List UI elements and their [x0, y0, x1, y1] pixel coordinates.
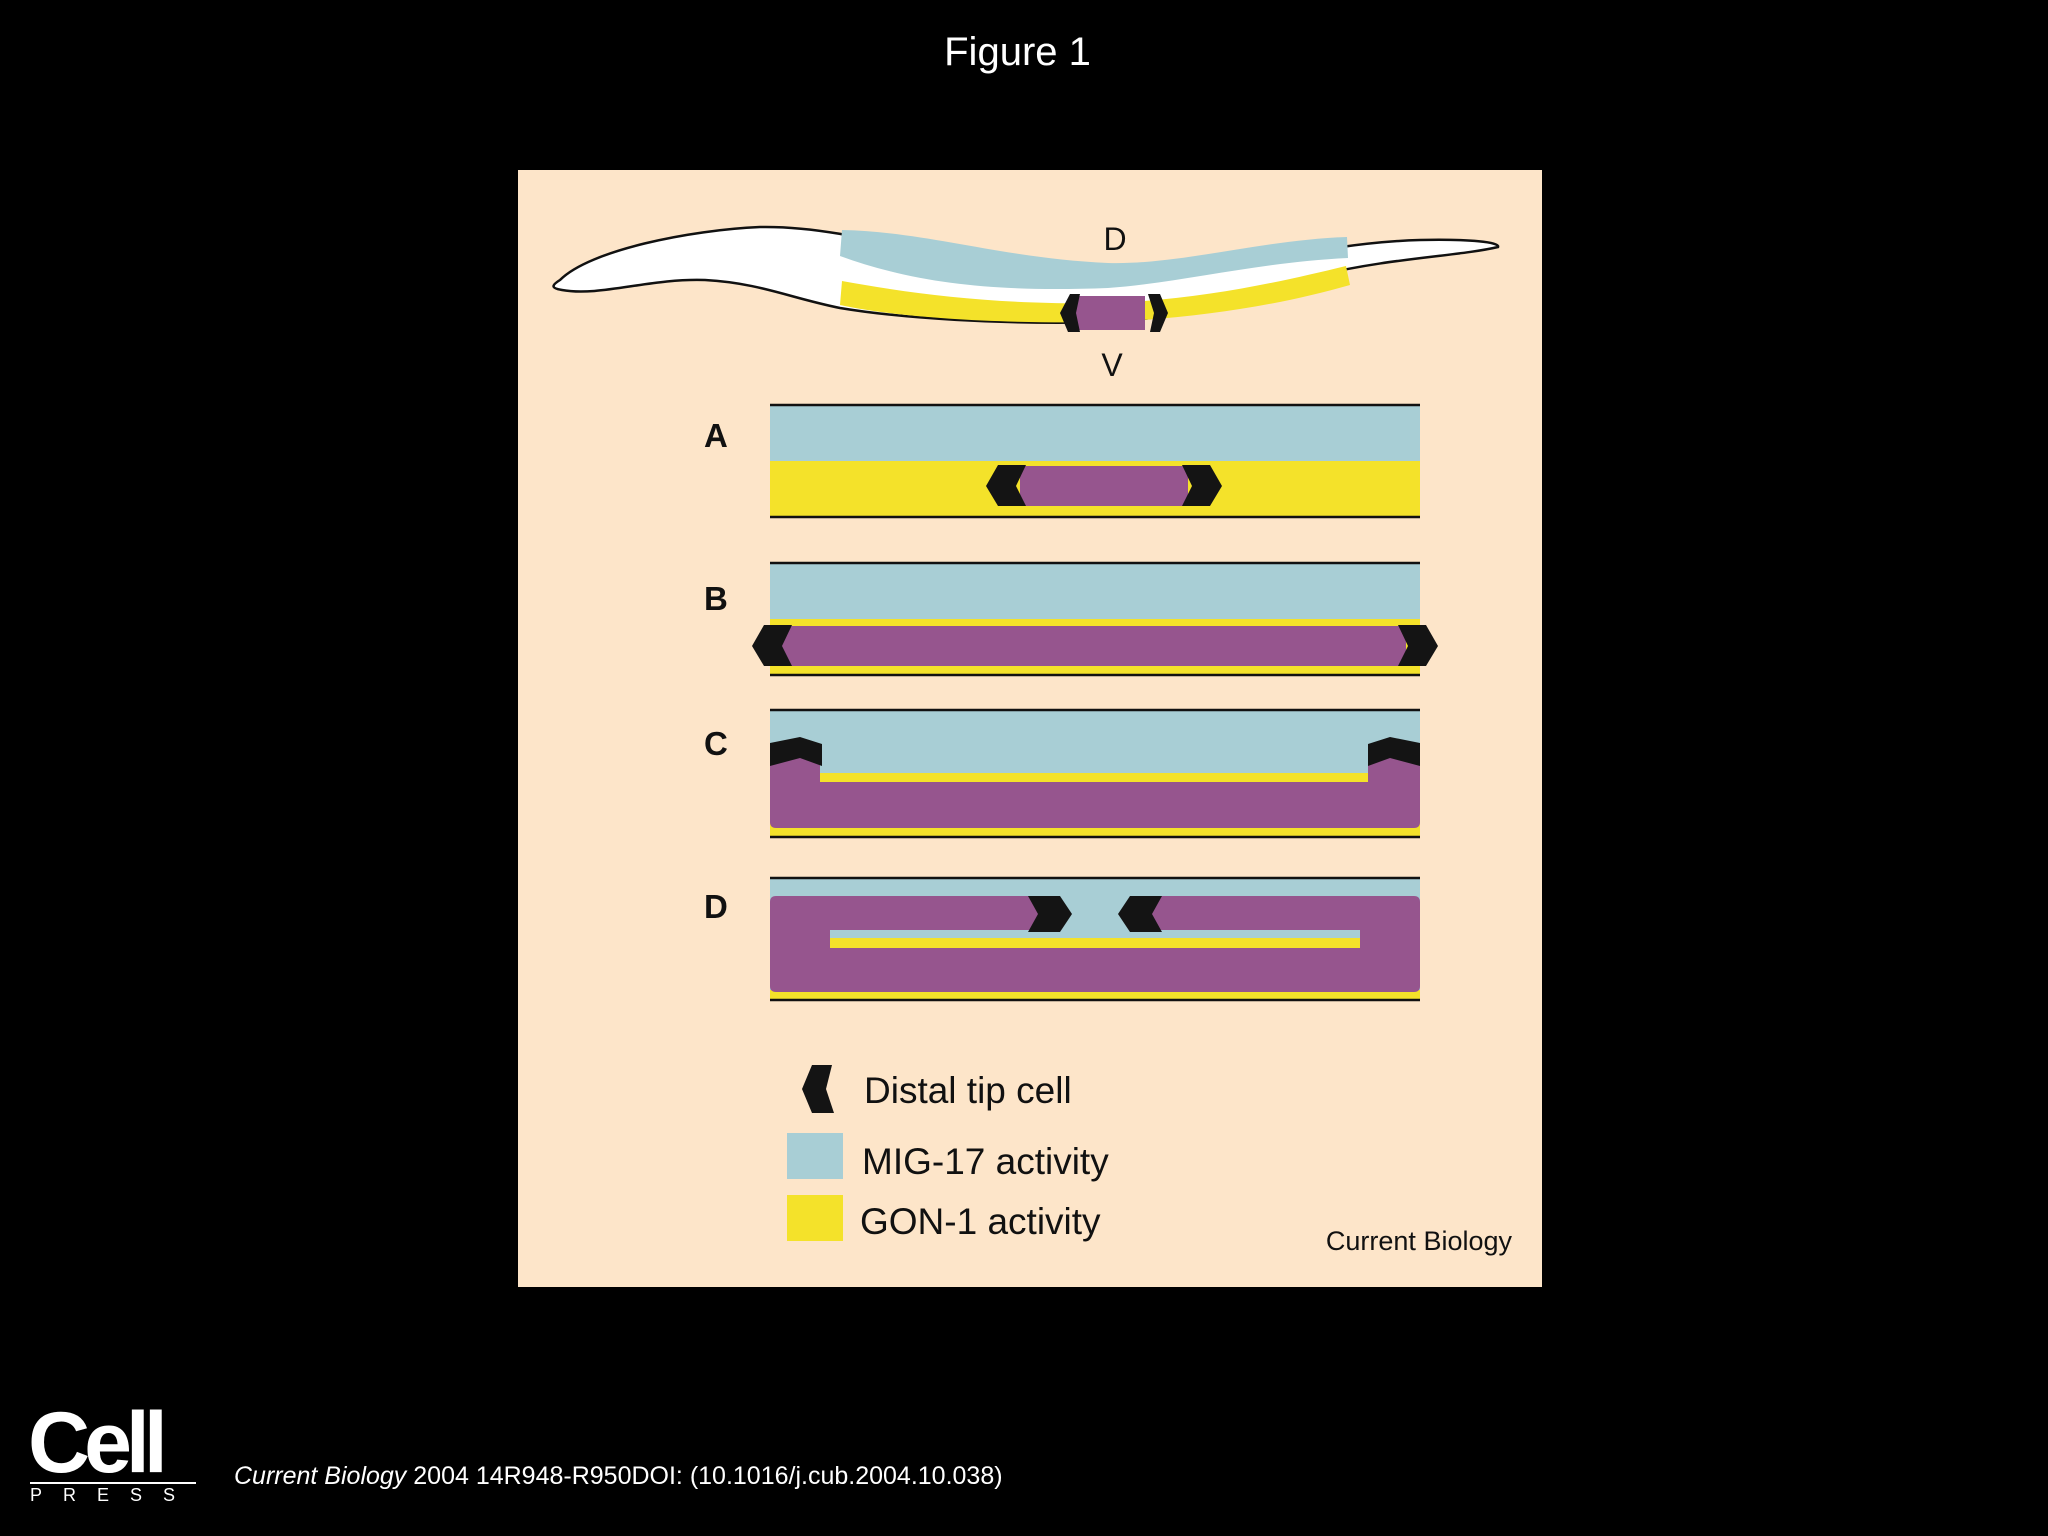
panel-b: B	[704, 561, 1438, 677]
panel-d: D	[704, 876, 1420, 1002]
worm-mig17-band	[840, 230, 1348, 290]
panel-d-inner-mig17	[830, 930, 1360, 938]
panel-d-distal-tip-cell-right	[1118, 896, 1162, 932]
worm-ventral-label: V	[1101, 347, 1123, 383]
mig17-swatch	[787, 1133, 843, 1179]
worm-gon1-band	[840, 266, 1350, 323]
panel-c-distal-tip-cell-left	[770, 737, 822, 766]
panel-a-distal-tip-cell-left	[986, 465, 1026, 506]
citation-details: 2004 14R948-R950DOI: (10.1016/j.cub.2004…	[406, 1462, 1003, 1490]
panel-a-label: A	[704, 417, 728, 454]
panel-a-gonad	[1020, 466, 1188, 506]
panel-c-distal-tip-cell-right	[1368, 737, 1420, 766]
worm-distal-tip-cell-left	[1060, 294, 1080, 332]
logo-word: Cell	[28, 1395, 168, 1491]
legend-label-distal-tip-cell: Distal tip cell	[864, 1070, 1072, 1111]
panel-b-distal-tip-cell-right	[1398, 625, 1438, 666]
panel-c: C	[704, 708, 1420, 839]
legend-label-mig17: MIG-17 activity	[862, 1141, 1109, 1182]
panel-c-label: C	[704, 725, 728, 762]
legend-label-gon1: GON-1 activity	[860, 1201, 1101, 1242]
distal-tip-cell-icon	[802, 1065, 834, 1113]
panel-a-mig17-band	[770, 405, 1420, 461]
slide-title: Figure 1	[944, 30, 1091, 74]
panel-d-label: D	[704, 888, 728, 925]
gon1-swatch	[787, 1195, 843, 1241]
worm-distal-tip-cell-right	[1148, 294, 1168, 332]
panel-b-mig17-band	[770, 563, 1420, 619]
worm-gonad-segment	[1075, 296, 1145, 330]
cell-press-logo: Cell PRESS	[28, 1395, 197, 1504]
panel-c-gonad	[770, 758, 1420, 828]
worm-illustration: D V	[552, 221, 1500, 383]
panel-a: A	[704, 403, 1420, 519]
panel-b-label: B	[704, 580, 728, 617]
panel-d-gon1-band	[770, 990, 1420, 1000]
citation: Current Biology 2004 14R948-R950DOI: (10…	[234, 1462, 1003, 1491]
journal-label: Current Biology	[1326, 1226, 1513, 1256]
legend: Distal tip cell MIG-17 activity GON-1 ac…	[787, 1065, 1109, 1242]
worm-dorsal-label: D	[1103, 221, 1126, 257]
citation-journal: Current Biology	[234, 1462, 407, 1490]
panel-c-mig17-inner	[820, 745, 1368, 773]
panel-b-gonad	[780, 626, 1406, 666]
panel-b-distal-tip-cell-left	[752, 625, 792, 666]
logo-sub: PRESS	[30, 1482, 197, 1504]
panel-d-distal-tip-cell-left	[1028, 896, 1072, 932]
panel-d-inner-gon1	[830, 938, 1360, 948]
panel-a-distal-tip-cell-right	[1182, 465, 1222, 506]
